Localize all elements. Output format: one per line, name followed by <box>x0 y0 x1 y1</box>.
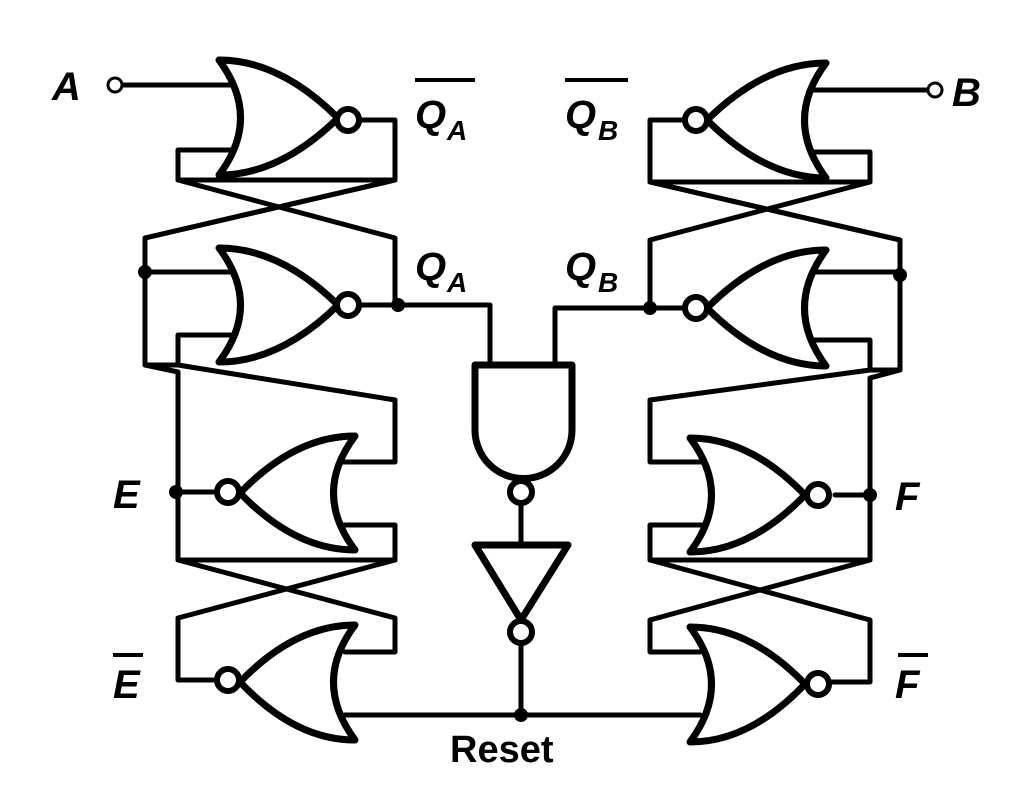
label-qb: Q B <box>565 245 618 298</box>
nor-gate-qb <box>703 246 830 370</box>
label-qb-bar-main: Q <box>565 93 596 137</box>
inverter-gate <box>471 541 572 624</box>
inversion-bubbles <box>214 106 832 698</box>
label-reset: Reset <box>450 729 554 771</box>
junction-e <box>169 485 183 499</box>
label-qb-bar-sub: B <box>598 115 618 146</box>
bubble-e <box>214 478 242 506</box>
label-input-a: A <box>51 65 81 109</box>
label-f-bar-text: F <box>895 663 921 707</box>
label-qa-bar: Q A <box>415 78 475 146</box>
bubble-qb-bar <box>682 106 710 134</box>
junction-reset <box>514 708 528 722</box>
nor-gates <box>215 56 830 746</box>
label-qb-main: Q <box>565 245 596 289</box>
wire-g7-feedback <box>647 397 708 465</box>
label-e-bar-text: E <box>113 663 141 707</box>
bubble-f <box>804 481 832 509</box>
junction-dots <box>138 265 907 722</box>
nor-gate-f-bar <box>686 623 809 746</box>
wire-right-cross-a <box>647 179 873 311</box>
wire-qa-out <box>356 302 493 368</box>
label-f: F <box>895 475 921 519</box>
label-qa-bar-main: Q <box>415 93 446 137</box>
junction-f <box>863 488 877 502</box>
bubble-qa-bar <box>334 106 362 134</box>
label-qb-bar: Q B <box>565 78 628 146</box>
nor-gate-e <box>236 432 359 554</box>
label-qa-sub: A <box>446 267 467 298</box>
label-qa-main: Q <box>415 245 446 289</box>
wire-left-cross-a <box>175 177 398 308</box>
wire-g7-in2 <box>647 522 708 563</box>
bubble-f-bar <box>804 670 832 698</box>
and-gate <box>471 361 576 482</box>
wire-qb-bar-loop <box>647 117 903 275</box>
bubble-inverter <box>507 618 535 646</box>
label-qa: Q A <box>415 245 467 298</box>
label-qa-bar-sub: A <box>446 115 467 146</box>
bubble-qa <box>334 291 362 319</box>
wire-g3-feedback <box>337 397 398 465</box>
wire-left-node-down <box>142 269 181 368</box>
wire-g6-in2 <box>647 337 873 403</box>
wire-right-node-down <box>867 269 903 373</box>
junction-left-top <box>138 265 152 279</box>
wire-qb-out <box>552 305 685 368</box>
wire-g3-in2 <box>337 522 398 563</box>
junction-qa <box>391 298 405 312</box>
label-f-bar: F <box>895 653 928 707</box>
label-e: E <box>113 473 141 517</box>
nor-gate-qa-bar <box>215 56 342 179</box>
nor-gate-f <box>686 434 809 556</box>
bubble-and <box>507 478 535 506</box>
wire-left-bottom-cross <box>175 557 398 655</box>
nor-gate-e-bar <box>236 621 359 744</box>
input-pin-a <box>106 76 124 94</box>
label-e-bar: E <box>113 653 143 707</box>
label-qb-sub: B <box>598 267 618 298</box>
wire-g2-in2 <box>175 332 398 403</box>
input-pin-b <box>926 81 944 99</box>
label-input-b: B <box>952 71 981 115</box>
wire-right-bottom-cross <box>647 557 873 655</box>
junction-right-top <box>893 268 907 282</box>
wire-qa-bar-loop <box>142 117 398 273</box>
bubble-e-bar <box>214 666 242 694</box>
junction-qb <box>643 301 657 315</box>
nor-gate-qb-bar <box>703 59 830 182</box>
bubble-qb <box>682 294 710 322</box>
nor-gate-qa <box>215 244 342 366</box>
